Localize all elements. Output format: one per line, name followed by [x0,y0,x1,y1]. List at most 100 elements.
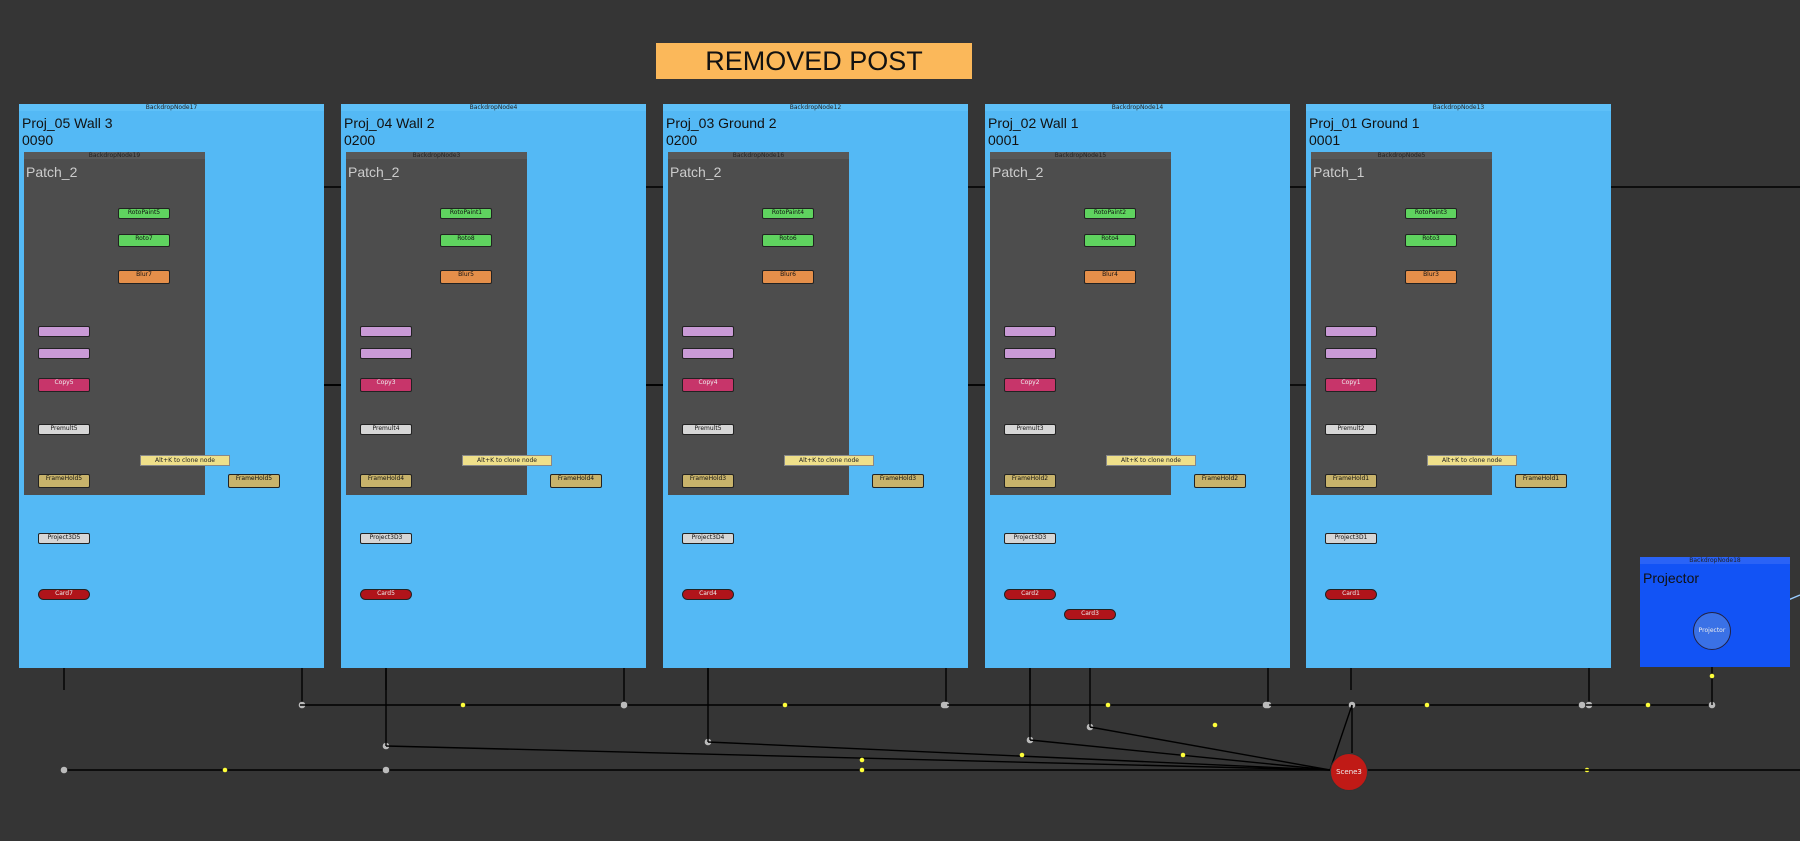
sticky-note[interactable]: REMOVED POST [656,43,972,79]
edge[interactable] [1029,739,1331,771]
backdrop-2[interactable]: BackdropNode4 Proj_04 Wall 2 0200 Backdr… [341,104,646,668]
node-fh2[interactable]: FrameHold1 [1515,474,1567,488]
dot-node[interactable] [1212,722,1218,728]
node-cross2[interactable] [682,348,734,359]
dot-node[interactable] [620,701,628,709]
patch-title: Patch_2 [348,164,400,180]
node-blur[interactable]: Blur7 [118,270,170,284]
patch-backdrop[interactable]: BackdropNode5 Patch_1 [1311,152,1492,495]
dot-node[interactable] [1262,701,1270,709]
node-blur[interactable]: Blur4 [1084,270,1136,284]
node-premult[interactable]: Premult4 [360,424,412,435]
node-roto[interactable]: Roto4 [1084,234,1136,247]
node-paint[interactable]: RotoPaint5 [118,208,170,219]
node-copy[interactable]: Copy3 [360,378,412,392]
dot-node[interactable] [1424,702,1430,708]
clone-hint-note[interactable]: Alt+K to clone node [462,455,552,466]
node-cross2[interactable] [360,348,412,359]
patch-header: BackdropNode15 [990,152,1171,159]
node-blur[interactable]: Blur5 [440,270,492,284]
node-roto[interactable]: Roto7 [118,234,170,247]
node-card[interactable]: Card1 [1325,589,1377,600]
node-cross2[interactable] [1004,348,1056,359]
dot-node[interactable] [222,767,228,773]
node-premult[interactable]: Premult5 [38,424,90,435]
clone-hint-note[interactable]: Alt+K to clone node [140,455,230,466]
node-card[interactable]: Card7 [38,589,90,600]
node-roto[interactable]: Roto8 [440,234,492,247]
node-paint[interactable]: RotoPaint1 [440,208,492,219]
dot-node[interactable] [1645,702,1651,708]
node-fh1[interactable]: FrameHold1 [1325,474,1377,488]
dot-node[interactable] [782,702,788,708]
node-cross1[interactable] [360,326,412,337]
node-fh1[interactable]: FrameHold3 [682,474,734,488]
node-paint[interactable]: RotoPaint4 [762,208,814,219]
scene-node[interactable]: Scene3 [1330,753,1368,791]
node-project[interactable]: Project3D4 [682,533,734,544]
node-paint[interactable]: RotoPaint3 [1405,208,1457,219]
dot-node[interactable] [1578,701,1586,709]
dot-node[interactable] [859,767,865,773]
node-copy[interactable]: Copy4 [682,378,734,392]
edge[interactable] [1089,726,1331,771]
node-blur[interactable]: Blur6 [762,270,814,284]
backdrop-title: Proj_01 Ground 1 [1309,115,1420,131]
node-cross1[interactable] [38,326,90,337]
dot-node[interactable] [940,701,948,709]
clone-hint-note[interactable]: Alt+K to clone node [1427,455,1517,466]
node-cross1[interactable] [1325,326,1377,337]
patch-backdrop[interactable]: BackdropNode15 Patch_2 [990,152,1171,495]
node-premult[interactable]: Premult2 [1325,424,1377,435]
dot-node[interactable] [859,757,865,763]
node-project[interactable]: Project3D3 [360,533,412,544]
node-cross1[interactable] [1004,326,1056,337]
node-cross2[interactable] [38,348,90,359]
patch-header: BackdropNode16 [668,152,849,159]
node-project[interactable]: Project3D5 [38,533,90,544]
node-fh2[interactable]: FrameHold4 [550,474,602,488]
patch-backdrop[interactable]: BackdropNode3 Patch_2 [346,152,527,495]
dot-node[interactable] [1105,702,1111,708]
node-fh1[interactable]: FrameHold2 [1004,474,1056,488]
patch-backdrop[interactable]: BackdropNode19 Patch_2 [24,152,205,495]
node-project[interactable]: Project3D1 [1325,533,1377,544]
node-copy[interactable]: Copy2 [1004,378,1056,392]
node-premult[interactable]: Premult5 [682,424,734,435]
dot-node[interactable] [1019,752,1025,758]
dot-node[interactable] [1180,752,1186,758]
dot-node[interactable] [60,766,68,774]
node-copy[interactable]: Copy1 [1325,378,1377,392]
node-fh1[interactable]: FrameHold4 [360,474,412,488]
backdrop-title: Proj_02 Wall 1 [988,115,1079,131]
node-copy[interactable]: Copy5 [38,378,90,392]
dot-node[interactable] [382,766,390,774]
node-card[interactable]: Card5 [360,589,412,600]
node-fh1[interactable]: FrameHold5 [38,474,90,488]
node-fh2[interactable]: FrameHold5 [228,474,280,488]
node-fh2[interactable]: FrameHold3 [872,474,924,488]
backdrop-frame: 0090 [22,132,54,148]
node-project[interactable]: Project3D3 [1004,533,1056,544]
node-card_extra[interactable]: Card3 [1064,609,1116,620]
patch-title: Patch_1 [1313,164,1365,180]
node-card[interactable]: Card2 [1004,589,1056,600]
node-blur[interactable]: Blur3 [1405,270,1457,284]
node-paint[interactable]: RotoPaint2 [1084,208,1136,219]
dot-node[interactable] [1709,673,1715,679]
edge[interactable] [707,741,1331,771]
node-premult[interactable]: Premult3 [1004,424,1056,435]
edge[interactable] [385,745,1331,771]
dot-node[interactable] [460,702,466,708]
clone-hint-note[interactable]: Alt+K to clone node [1106,455,1196,466]
backdrop-frame: 0200 [344,132,376,148]
node-cross2[interactable] [1325,348,1377,359]
projector-camera-node[interactable]: Projector [1693,612,1731,650]
patch-backdrop[interactable]: BackdropNode16 Patch_2 [668,152,849,495]
node-roto[interactable]: Roto3 [1405,234,1457,247]
node-card[interactable]: Card4 [682,589,734,600]
node-cross1[interactable] [682,326,734,337]
clone-hint-note[interactable]: Alt+K to clone node [784,455,874,466]
node-fh2[interactable]: FrameHold2 [1194,474,1246,488]
node-roto[interactable]: Roto6 [762,234,814,247]
